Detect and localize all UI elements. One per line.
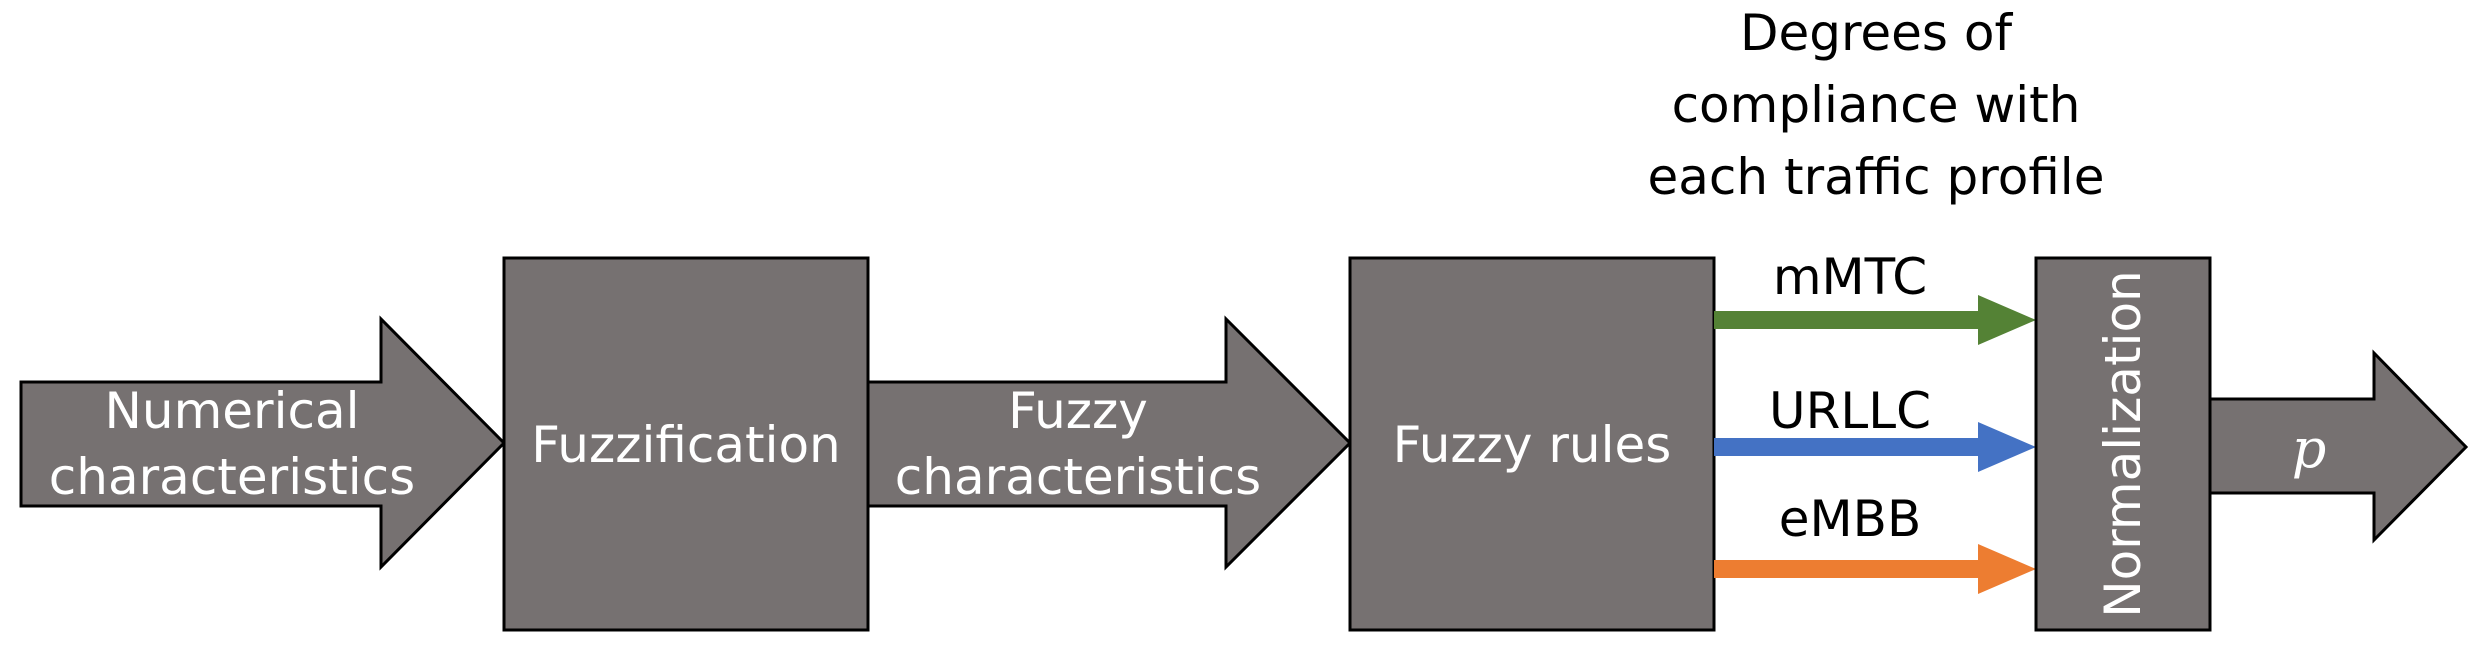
profile-label-urllc: URLLC (1769, 382, 1931, 440)
profile-arrow-mmtc-shaft (1714, 311, 1980, 329)
profile-arrow-urllc (1714, 422, 2036, 472)
fuzzification-label: Fuzzification (531, 416, 841, 474)
output-p-bar-accent: ¯ (2298, 374, 2325, 437)
fuzzy-characteristics-arrow (866, 315, 1353, 571)
input-arrow (19, 315, 507, 571)
input-arrow-label-line1: Numerical (104, 382, 359, 440)
compliance-heading-line3: each traffic profile (1648, 148, 2105, 206)
profile-arrow-urllc-head (1978, 422, 2036, 472)
output-arrow (2208, 349, 2469, 544)
profile-arrow-urllc-shaft (1714, 438, 1980, 456)
normalization-label: Normalization (2094, 270, 2152, 617)
fuzzy-characteristics-label-line1: Fuzzy (1008, 382, 1148, 440)
output-p-bar-symbol: p (2292, 417, 2327, 480)
profile-label-embb: eMBB (1779, 490, 1922, 548)
compliance-heading-line2: compliance with (1672, 76, 2081, 134)
fuzzy-rules-box (1348, 256, 1716, 632)
compliance-heading-line1: Degrees of (1740, 4, 2014, 62)
profile-label-mmtc: mMTC (1773, 248, 1927, 306)
profile-arrow-mmtc-head (1978, 295, 2036, 345)
fuzzy-characteristics-label-line2: characteristics (895, 448, 1261, 506)
fuzzy-rules-label: Fuzzy rules (1393, 416, 1672, 474)
profile-arrow-embb (1714, 544, 2036, 594)
fuzzification-box (502, 256, 870, 632)
input-arrow-label-line2: characteristics (49, 448, 415, 506)
profile-arrow-mmtc (1714, 295, 2036, 345)
profile-arrow-embb-head (1978, 544, 2036, 594)
profile-arrow-embb-shaft (1714, 560, 1980, 578)
